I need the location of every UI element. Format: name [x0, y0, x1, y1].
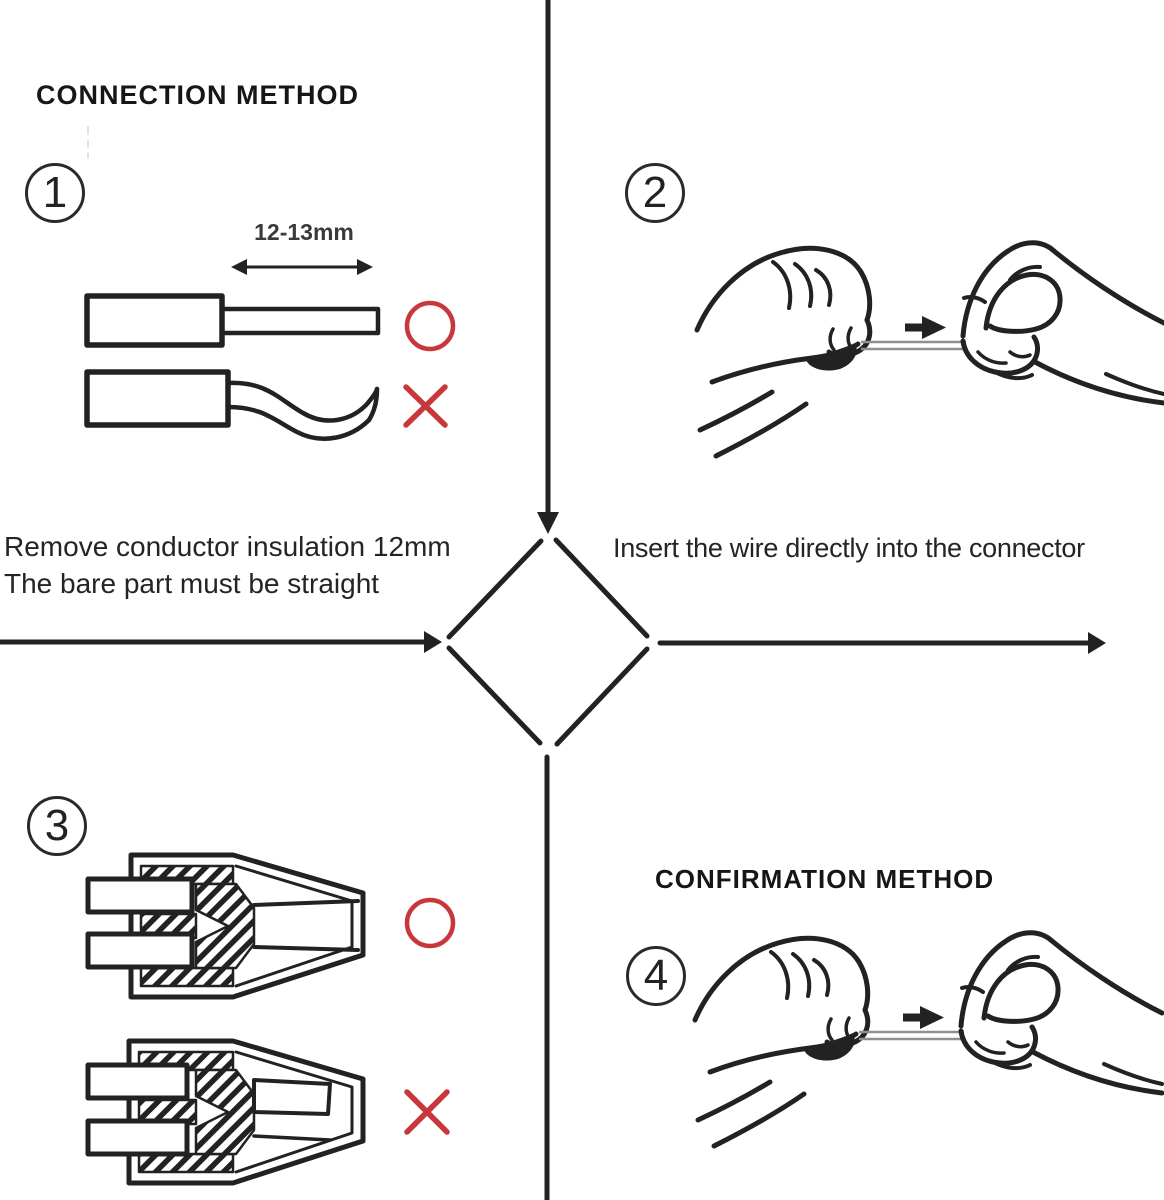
- step-3-badge: 3: [27, 796, 87, 856]
- strip-length-label: 12-13mm: [254, 219, 354, 245]
- step-2-badge: 2: [625, 163, 685, 223]
- step3-connector-wrong-diagram: [85, 1038, 450, 1186]
- step-4-badge: 4: [626, 946, 686, 1006]
- measure-arrow: [231, 259, 373, 275]
- wrong-cross-icon: [404, 1089, 450, 1135]
- step-1-badge: 1: [25, 163, 85, 223]
- flow-diamond: [446, 537, 650, 747]
- wire-straight-correct: [84, 293, 381, 348]
- wire-bent-wrong: [84, 369, 380, 441]
- wrong-cross-icon: [403, 384, 448, 428]
- ok-circle-icon: [404, 897, 456, 949]
- step4-hands-illustration: [695, 933, 1162, 1146]
- step3-connector-ok-diagram: [85, 852, 456, 1000]
- partially-inserted-wire-stub: [252, 1078, 332, 1116]
- step2-hands-illustration: [697, 243, 1164, 456]
- step-2-caption: Insert the wire directly into the connec…: [613, 533, 1085, 563]
- ok-circle-icon: [404, 300, 456, 352]
- step-1-caption-line-2: The bare part must be straight: [4, 568, 380, 599]
- flow-cross-lines: [0, 0, 1106, 1200]
- step-1-caption-line-1: Remove conductor insulation 12mm: [4, 531, 451, 562]
- step-1-caption: Remove conductor insulation 12mm The bar…: [4, 528, 451, 602]
- step1-strip-diagram: [84, 259, 456, 441]
- connection-method-title: CONNECTION METHOD: [36, 80, 359, 110]
- confirmation-method-title: CONFIRMATION METHOD: [655, 864, 995, 894]
